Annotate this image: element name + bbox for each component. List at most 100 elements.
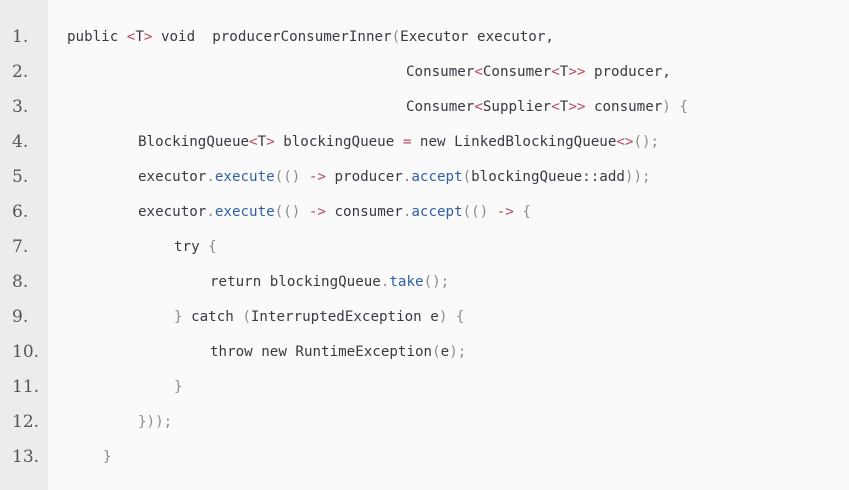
code-line: 12.}));	[0, 405, 849, 440]
code-token: (	[462, 169, 472, 185]
code-token: T	[257, 134, 267, 150]
code-token: accept	[411, 169, 463, 185]
code-token: catch	[182, 309, 243, 325]
code-token: void producerConsumerInner	[152, 29, 392, 45]
code-token: <	[551, 99, 560, 115]
code-line: 10. throw new RuntimeException(e);	[0, 335, 849, 370]
code-token: executor	[138, 169, 207, 185]
code-token: take	[389, 274, 424, 290]
code-token: >	[266, 134, 275, 150]
code-token: .	[402, 204, 412, 220]
code-token: T	[559, 64, 569, 80]
code-text: public <T> void producerConsumerInner(Ex…	[67, 20, 554, 55]
line-number: 7.	[12, 237, 29, 257]
code-token: <	[126, 29, 136, 45]
code-token: (()	[274, 204, 301, 220]
code-token: executor	[138, 204, 207, 220]
code-text: }	[174, 370, 183, 405]
code-token: Consumer	[482, 64, 552, 80]
line-number: 4.	[12, 132, 29, 152]
code-token: throw new RuntimeException	[210, 344, 433, 360]
code-token: e	[440, 344, 450, 360]
code-token: <	[249, 134, 258, 150]
line-number: 5.	[12, 167, 29, 187]
code-token: ();	[423, 274, 450, 290]
code-text: }	[103, 440, 112, 475]
code-token: <	[474, 99, 483, 115]
code-text: Consumer<Consumer<T>> producer,	[406, 55, 671, 90]
code-token: producer	[334, 169, 403, 185]
code-token: ->	[300, 169, 335, 185]
code-token: blockingQueue::add	[471, 169, 625, 185]
code-token: accept	[411, 204, 463, 220]
code-token: ();	[633, 134, 660, 150]
line-number: 9.	[12, 307, 29, 327]
code-token: Consumer	[406, 64, 475, 80]
line-number: 3.	[12, 97, 29, 117]
code-token: );	[449, 344, 467, 360]
line-number-gutter	[0, 0, 48, 490]
code-line: 2. Consumer<Consumer<T>> producer,	[0, 55, 849, 90]
code-token: execute	[214, 204, 275, 220]
code-token: }	[174, 379, 183, 395]
code-line: 3. Consumer<Supplier<T>> consumer) {	[0, 90, 849, 125]
code-token: (()	[462, 204, 489, 220]
code-text: } catch (InterruptedException e) {	[174, 300, 464, 335]
code-token: >	[143, 29, 153, 45]
code-token: consumer	[585, 99, 663, 115]
code-token: (()	[274, 169, 301, 185]
code-text: throw new RuntimeException(e);	[210, 335, 466, 370]
code-text: Consumer<Supplier<T>> consumer) {	[406, 90, 688, 125]
code-token: }	[174, 309, 183, 325]
code-line: 11.}	[0, 370, 849, 405]
code-line: 6.executor.execute(() -> consumer.accept…	[0, 195, 849, 230]
code-token: <>	[616, 134, 634, 150]
code-token: (	[391, 29, 401, 45]
code-token: new LinkedBlockingQueue	[411, 134, 617, 150]
code-token: ->	[300, 204, 335, 220]
code-token: ) {	[662, 99, 688, 115]
code-token: >>	[568, 64, 586, 80]
code-token: blockingQueue	[274, 134, 403, 150]
line-number: 11.	[12, 377, 40, 397]
code-token: Supplier	[482, 99, 552, 115]
code-token: T	[559, 99, 569, 115]
code-token: =	[402, 134, 412, 150]
code-token: producer,	[585, 64, 671, 80]
code-text: executor.execute(() -> consumer.accept((…	[138, 195, 531, 230]
code-line: 9. } catch (InterruptedException e) {	[0, 300, 849, 335]
code-token: >>	[568, 99, 586, 115]
line-number: 12.	[12, 412, 40, 432]
code-token: Executor executor,	[400, 29, 554, 45]
code-token: }	[103, 449, 112, 465]
code-token: (	[432, 344, 441, 360]
line-number: 1.	[12, 27, 29, 47]
code-token: (	[242, 309, 251, 325]
code-token: T	[135, 29, 144, 45]
line-number: 8.	[12, 272, 29, 292]
code-token: .	[402, 169, 412, 185]
code-token: ));	[624, 169, 651, 185]
code-line: 8. return blockingQueue.take();	[0, 265, 849, 300]
line-number: 6.	[12, 202, 29, 222]
code-token: <	[551, 64, 560, 80]
code-token: consumer	[334, 204, 403, 220]
code-token: public	[67, 29, 127, 45]
line-number: 2.	[12, 62, 29, 82]
code-token: BlockingQueue	[138, 134, 250, 150]
code-token: return blockingQueue	[210, 274, 381, 290]
code-text: BlockingQueue<T> blockingQueue = new Lin…	[138, 125, 659, 160]
code-line: 13.}	[0, 440, 849, 475]
code-token: {	[522, 204, 531, 220]
code-text: executor.execute(() -> producer.accept(b…	[138, 160, 651, 195]
code-text: }));	[138, 405, 172, 440]
line-number: 10.	[12, 342, 40, 362]
code-line: 4. BlockingQueue<T> blockingQueue = new L…	[0, 125, 849, 160]
code-token: .	[206, 169, 215, 185]
code-line: 7.try {	[0, 230, 849, 265]
line-number: 13.	[12, 447, 40, 467]
code-token: execute	[214, 169, 275, 185]
code-token: ) {	[438, 309, 465, 325]
code-token: .	[380, 274, 390, 290]
